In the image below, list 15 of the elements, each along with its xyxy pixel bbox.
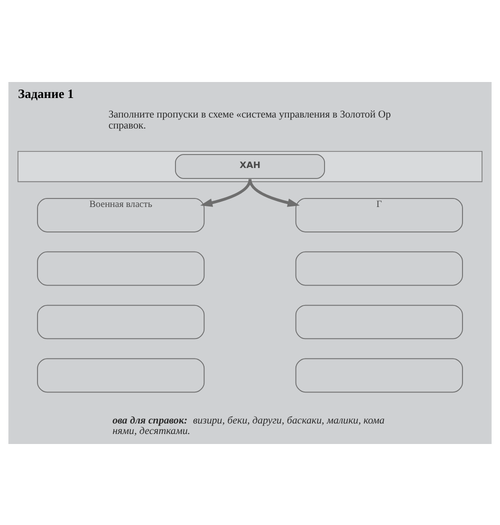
node-box (295, 250, 463, 286)
label: ова для справок: визири, беки, даруги, баскаки, малики, кома нями, десятками. (112, 415, 385, 436)
node-box (295, 304, 463, 339)
arrow (248, 178, 300, 206)
node-box (37, 250, 205, 286)
cluster (18, 150, 482, 182)
node-box (37, 358, 205, 392)
node-box: ХАН (175, 154, 325, 178)
node-box: Военная власть (37, 197, 205, 232)
label: Заполните пропуски в схеме «система управления в Золотой Ор справок. (108, 108, 391, 132)
diagram-title: Задание 1 (18, 86, 74, 100)
node-box (295, 358, 463, 392)
node-box (37, 304, 205, 339)
arrow (200, 178, 252, 206)
node-box: Г (295, 197, 463, 232)
